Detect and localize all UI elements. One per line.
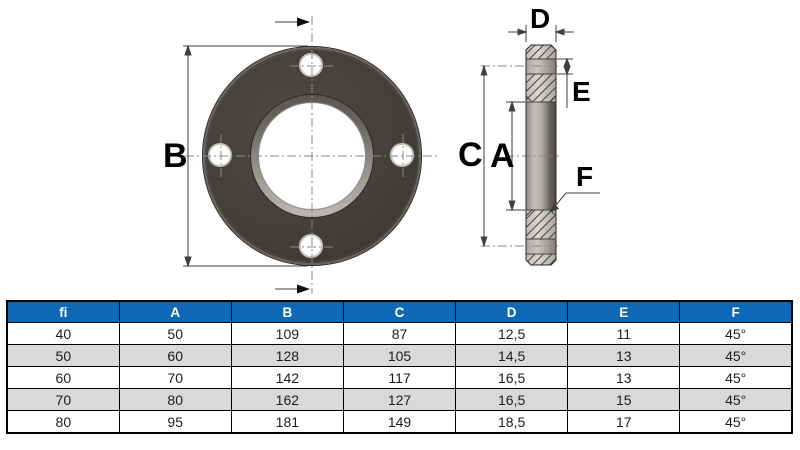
dim-label-e: E <box>572 76 591 107</box>
dimension-lines <box>183 25 600 268</box>
table-cell: 45° <box>679 344 793 367</box>
table-header-cell: B <box>230 300 344 323</box>
table-cell: 15 <box>567 388 681 411</box>
table-cell: 45° <box>679 322 793 345</box>
section-hatch-top <box>526 45 556 59</box>
section-hatch-upper <box>526 74 556 102</box>
table-cell: 16,5 <box>455 366 569 389</box>
table-cell: 142 <box>230 366 344 389</box>
table-cell: 70 <box>6 388 120 411</box>
table-cell: 45° <box>679 366 793 389</box>
dim-label-a: A <box>490 137 515 175</box>
table-header-cell: fi <box>6 300 120 323</box>
table-cell: 60 <box>118 344 232 367</box>
table-header-cell: A <box>118 300 232 323</box>
dim-label-f: F <box>576 161 594 192</box>
table-cell: 18,5 <box>455 410 569 434</box>
table-cell: 17 <box>567 410 681 434</box>
dim-label-d: D <box>530 3 551 34</box>
bolt-hole-top <box>299 53 323 77</box>
table-row: 80 95 181 149 18,5 17 45° <box>6 410 793 434</box>
table-cell: 87 <box>342 322 457 345</box>
table-cell: 60 <box>6 366 120 389</box>
table-cell: 127 <box>342 388 457 411</box>
table-row: 70 80 162 127 16,5 15 45° <box>6 388 793 411</box>
table-cell: 128 <box>230 344 344 367</box>
table-cell: 80 <box>118 388 232 411</box>
table-cell: 12,5 <box>455 322 569 345</box>
table-row: 40 50 109 87 12,5 11 45° <box>6 322 793 345</box>
table-cell: 50 <box>6 344 120 367</box>
table-cell: 14,5 <box>455 344 569 367</box>
table-header-cell: D <box>455 300 569 323</box>
table-cell: 16,5 <box>455 388 569 411</box>
table-cell: 95 <box>118 410 232 434</box>
table-cell: 13 <box>567 366 681 389</box>
table-cell: 181 <box>230 410 344 434</box>
table-cell: 45° <box>679 410 793 434</box>
section-hatch-lower <box>526 210 556 239</box>
dim-label-b: B <box>163 137 188 175</box>
bolt-hole-right <box>390 143 414 167</box>
flange-technical-drawing: B C A D E F <box>163 3 600 294</box>
table-row: 50 60 128 105 14,5 13 45° <box>6 344 793 367</box>
dim-label-c: C <box>458 136 483 174</box>
table-cell: 117 <box>342 366 457 389</box>
table-cell: 45° <box>679 388 793 411</box>
centerlines <box>185 16 559 294</box>
section-hatch-bottom <box>526 254 556 265</box>
table-cell: 13 <box>567 344 681 367</box>
table-header-cell: F <box>679 300 793 323</box>
section-edges <box>525 44 557 266</box>
table-header-row: fi A B C D E F <box>6 300 793 323</box>
table-cell: 70 <box>118 366 232 389</box>
dimension-table: fi A B C D E F 40 50 109 87 12,5 11 45° … <box>6 300 793 434</box>
table-cell: 109 <box>230 322 344 345</box>
table-cell: 11 <box>567 322 681 345</box>
table-header-cell: E <box>567 300 681 323</box>
table-cell: 105 <box>342 344 457 367</box>
table-cell: 80 <box>6 410 120 434</box>
table-cell: 149 <box>342 410 457 434</box>
bolt-hole-left <box>208 143 232 167</box>
section-cut-arrows <box>275 17 310 294</box>
dimension-linework <box>183 16 600 294</box>
table-header-cell: C <box>342 300 457 323</box>
table-cell: 162 <box>230 388 344 411</box>
table-cell: 40 <box>6 322 120 345</box>
bolt-hole-bottom <box>299 234 323 258</box>
table-cell: 50 <box>118 322 232 345</box>
table-row: 60 70 142 117 16,5 13 45° <box>6 366 793 389</box>
